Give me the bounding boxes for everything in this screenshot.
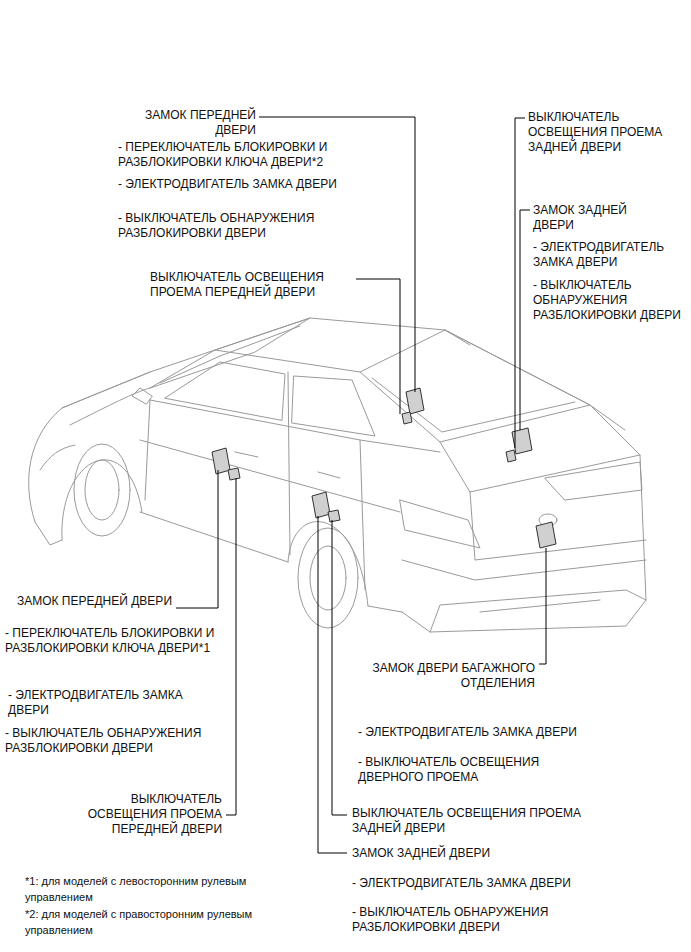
footnote: *1: для моделей с левосторонним рулевым … xyxy=(25,873,300,905)
part-name: ЗАМОК ЗАДНЕЙ ДВЕРИ xyxy=(533,203,645,233)
part-name: ЗАМОК ПЕРЕДНЕЙ ДВЕРИ xyxy=(120,108,256,138)
part-item: - ПЕРЕКЛЮЧАТЕЛЬ БЛОКИРОВКИ И РАЗБЛОКИРОВ… xyxy=(118,140,408,170)
part-name: ЗАМОК ПЕРЕДНЕЙ ДВЕРИ xyxy=(10,594,172,609)
part-name: ВЫКЛЮЧАТЕЛЬ ОСВЕЩЕНИЯ ПРОЕМА ЗАДНЕЙ ДВЕР… xyxy=(352,806,622,836)
part-item: - ВЫКЛЮЧАТЕЛЬ ОБНАРУЖЕНИЯ РАЗБЛОКИРОВКИ … xyxy=(5,726,233,756)
part-name: ВЫКЛЮЧАТЕЛЬ ОСВЕЩЕНИЯ ПРОЕМА ПЕРЕДНЕЙ ДВ… xyxy=(60,792,222,837)
part-item: - ЭЛЕКТРОДВИГАТЕЛЬ ЗАМКА ДВЕРИ xyxy=(358,725,648,740)
part-name: ВЫКЛЮЧАТЕЛЬ ОСВЕЩЕНИЯ ПРОЕМА ПЕРЕДНЕЙ ДВ… xyxy=(150,270,355,300)
lock-parts xyxy=(212,388,556,548)
part-item: - ВЫКЛЮЧАТЕЛЬ ОСВЕЩЕНИЯ ДВЕРНОГО ПРОЕМА xyxy=(358,755,588,785)
part-item: - ВЫКЛЮЧАТЕЛЬ ОБНАРУЖЕНИЯ РАЗБЛОКИРОВКИ … xyxy=(118,211,378,241)
part-item: - ЭЛЕКТРОДВИГАТЕЛЬ ЗАМКА ДВЕРИ xyxy=(118,177,408,192)
part-item: - ЭЛЕКТРОДВИГАТЕЛЬ ЗАМКА ДВЕРИ xyxy=(533,240,683,270)
footnote: *2: для моделей с правосторонним рулевым… xyxy=(25,906,300,938)
part-name: ВЫКЛЮЧАТЕЛЬ ОСВЕЩЕНИЯ ПРОЕМА ЗАДНЕЙ ДВЕР… xyxy=(528,110,683,155)
part-item: - ВЫКЛЮЧАТЕЛЬ ОБНАРУЖЕНИЯ РАЗБЛОКИРОВКИ … xyxy=(352,905,592,935)
part-item: - ПЕРЕКЛЮЧАТЕЛЬ БЛОКИРОВКИ И РАЗБЛОКИРОВ… xyxy=(5,626,220,656)
part-item: - ЭЛЕКТРОДВИГАТЕЛЬ ЗАМКА ДВЕРИ xyxy=(352,876,652,891)
part-item: - ВЫКЛЮЧАТЕЛЬ ОБНАРУЖЕНИЯ РАЗБЛОКИРОВКИ … xyxy=(533,278,683,323)
part-name: ЗАМОК ЗАДНЕЙ ДВЕРИ xyxy=(352,846,652,861)
part-item: - ЭЛЕКТРОДВИГАТЕЛЬ ЗАМКА ДВЕРИ xyxy=(8,688,223,718)
car-body xyxy=(29,318,646,632)
part-name: ЗАМОК ДВЕРИ БАГАЖНОГО ОТДЕЛЕНИЯ xyxy=(345,661,535,691)
